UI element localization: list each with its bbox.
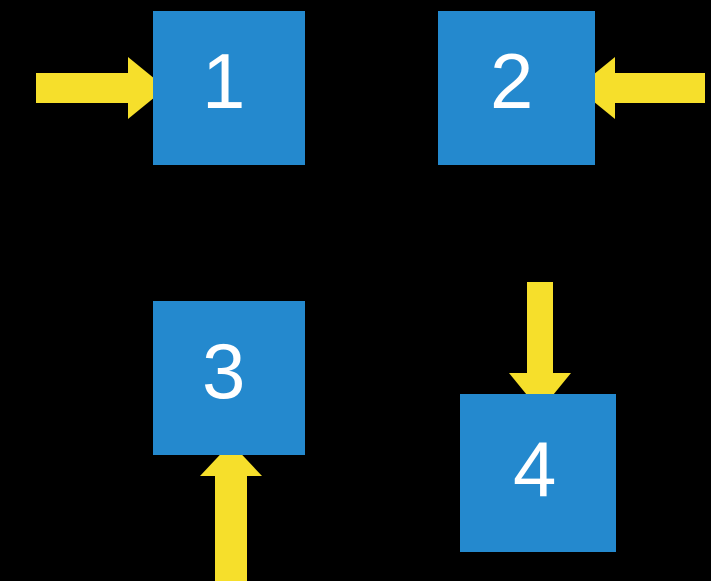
node-block-2[interactable] xyxy=(438,11,595,165)
arrow-down-shape xyxy=(509,282,571,411)
arrow-up-shape xyxy=(200,443,262,581)
arrow-into-node-2 xyxy=(577,57,705,119)
node-label-3: 3 xyxy=(202,327,246,415)
node-block-1[interactable] xyxy=(153,11,305,165)
node-label-2: 2 xyxy=(490,37,534,125)
arrow-left-shape xyxy=(577,57,705,119)
arrow-into-node-1 xyxy=(36,57,166,119)
arrow-into-node-3 xyxy=(200,443,262,581)
node-block-4[interactable] xyxy=(460,394,616,552)
node-block-3[interactable] xyxy=(153,301,305,455)
arrow-right-shape xyxy=(36,57,166,119)
node-label-4: 4 xyxy=(513,425,557,513)
node-label-1: 1 xyxy=(202,37,246,125)
arrow-into-node-4 xyxy=(509,282,571,411)
